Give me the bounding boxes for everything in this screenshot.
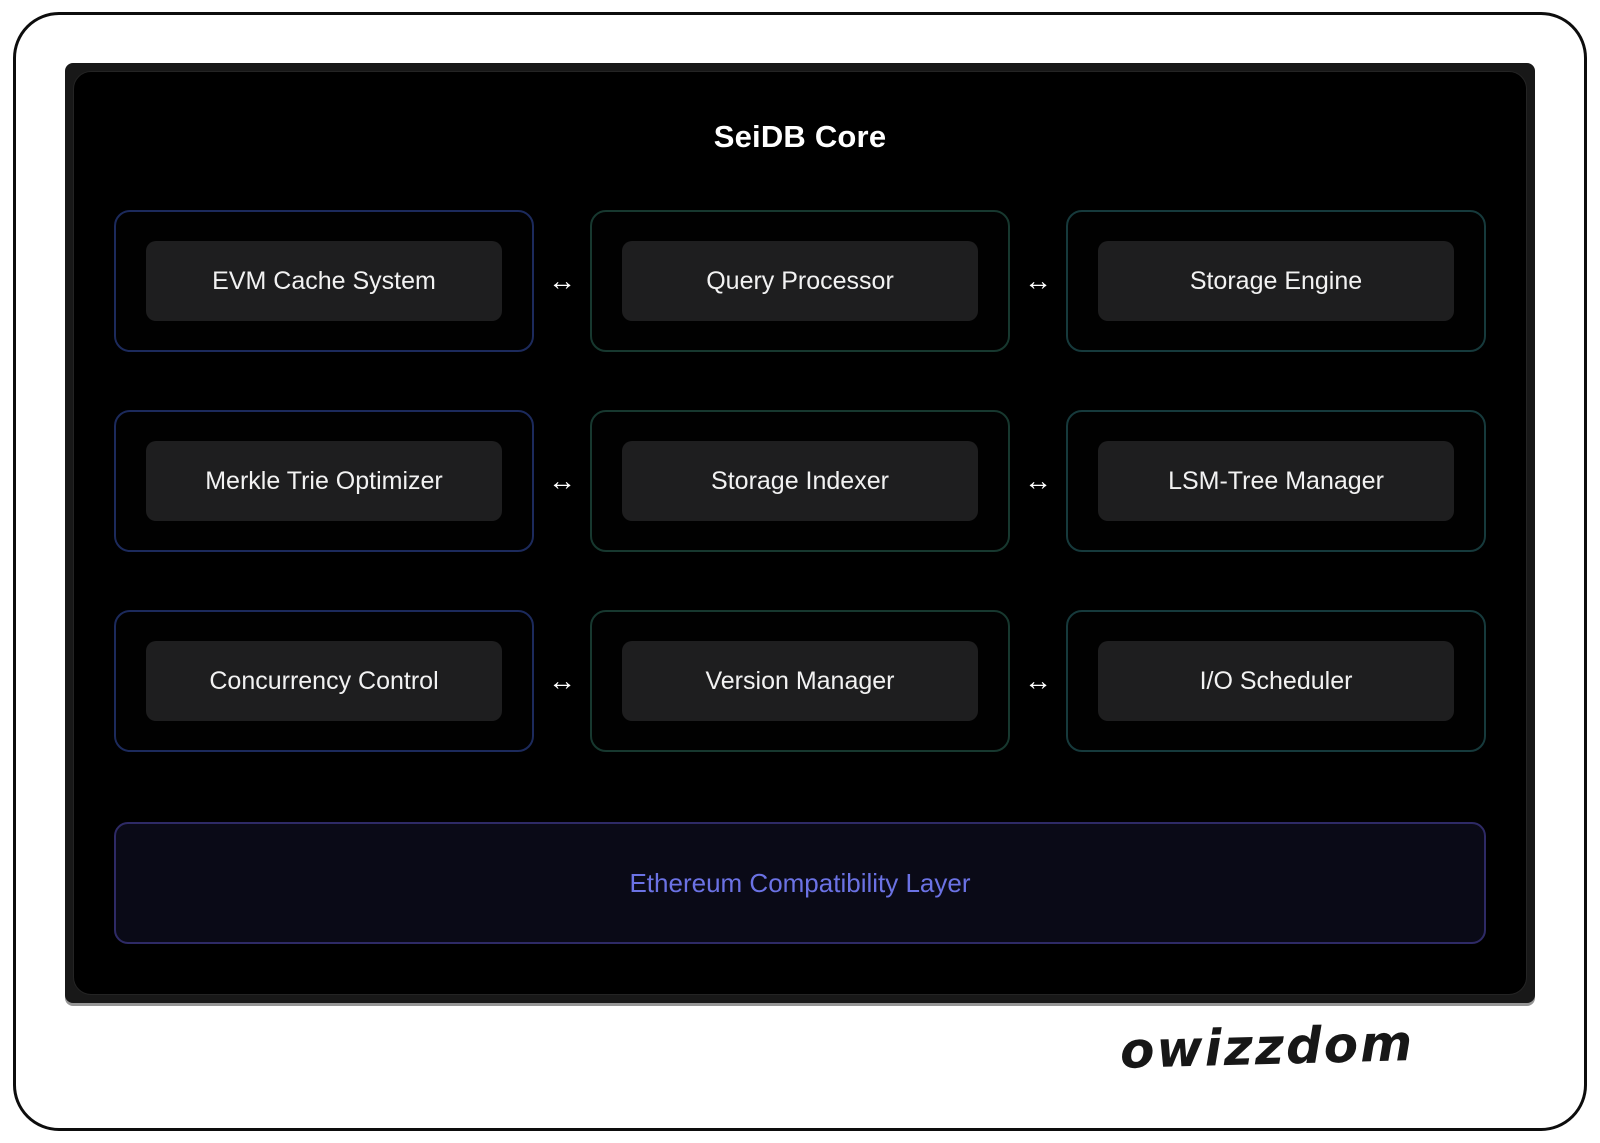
outer-frame: SeiDB Core EVM Cache System ↔ Query Proc… — [13, 12, 1587, 1131]
node-label: EVM Cache System — [212, 266, 436, 295]
arrow-glyph: ↔ — [548, 465, 576, 496]
node-query-processor-box: Query Processor — [622, 241, 978, 321]
node-label: Version Manager — [705, 666, 895, 695]
bidirectional-arrow-icon: ↔ — [1010, 610, 1066, 752]
arrow-glyph: ↔ — [1024, 665, 1052, 696]
node-concurrency-control: Concurrency Control — [114, 610, 534, 752]
node-query-processor: Query Processor — [590, 210, 1010, 352]
node-storage-indexer-box: Storage Indexer — [622, 441, 978, 521]
node-evm-cache-system-box: EVM Cache System — [146, 241, 502, 321]
node-lsm-tree-manager-box: LSM-Tree Manager — [1098, 441, 1454, 521]
node-label: Concurrency Control — [209, 666, 439, 695]
node-io-scheduler: I/O Scheduler — [1066, 610, 1486, 752]
component-grid: EVM Cache System ↔ Query Processor ↔ Sto — [114, 210, 1486, 752]
node-merkle-trie-optimizer: Merkle Trie Optimizer — [114, 410, 534, 552]
node-label: LSM-Tree Manager — [1168, 466, 1384, 495]
arrow-glyph: ↔ — [548, 265, 576, 296]
arrow-glyph: ↔ — [1024, 465, 1052, 496]
bidirectional-arrow-icon: ↔ — [534, 210, 590, 352]
node-io-scheduler-box: I/O Scheduler — [1098, 641, 1454, 721]
node-concurrency-control-box: Concurrency Control — [146, 641, 502, 721]
node-merkle-trie-optimizer-box: Merkle Trie Optimizer — [146, 441, 502, 521]
node-storage-indexer: Storage Indexer — [590, 410, 1010, 552]
arrow-glyph: ↔ — [1024, 265, 1052, 296]
watermark: owizzdom — [1119, 1014, 1415, 1080]
node-storage-engine-box: Storage Engine — [1098, 241, 1454, 321]
node-label: I/O Scheduler — [1199, 666, 1353, 695]
layer-ethereum-compatibility: Ethereum Compatibility Layer — [114, 822, 1486, 944]
bidirectional-arrow-icon: ↔ — [1010, 410, 1066, 552]
arrow-glyph: ↔ — [548, 665, 576, 696]
node-evm-cache-system: EVM Cache System — [114, 210, 534, 352]
diagram-panel: SeiDB Core EVM Cache System ↔ Query Proc… — [65, 63, 1535, 1003]
node-label: Merkle Trie Optimizer — [205, 466, 443, 495]
bidirectional-arrow-icon: ↔ — [534, 410, 590, 552]
node-label: Storage Engine — [1189, 266, 1363, 295]
node-label: Query Processor — [706, 266, 894, 295]
node-lsm-tree-manager: LSM-Tree Manager — [1066, 410, 1486, 552]
node-label: Storage Indexer — [711, 466, 889, 495]
bidirectional-arrow-icon: ↔ — [1010, 210, 1066, 352]
diagram-panel-inner: SeiDB Core EVM Cache System ↔ Query Proc… — [73, 71, 1527, 995]
layer-label: Ethereum Compatibility Layer — [629, 867, 971, 898]
node-version-manager-box: Version Manager — [622, 641, 978, 721]
node-version-manager: Version Manager — [590, 610, 1010, 752]
bidirectional-arrow-icon: ↔ — [534, 610, 590, 752]
node-storage-engine: Storage Engine — [1066, 210, 1486, 352]
diagram-title: SeiDB Core — [713, 119, 887, 154]
